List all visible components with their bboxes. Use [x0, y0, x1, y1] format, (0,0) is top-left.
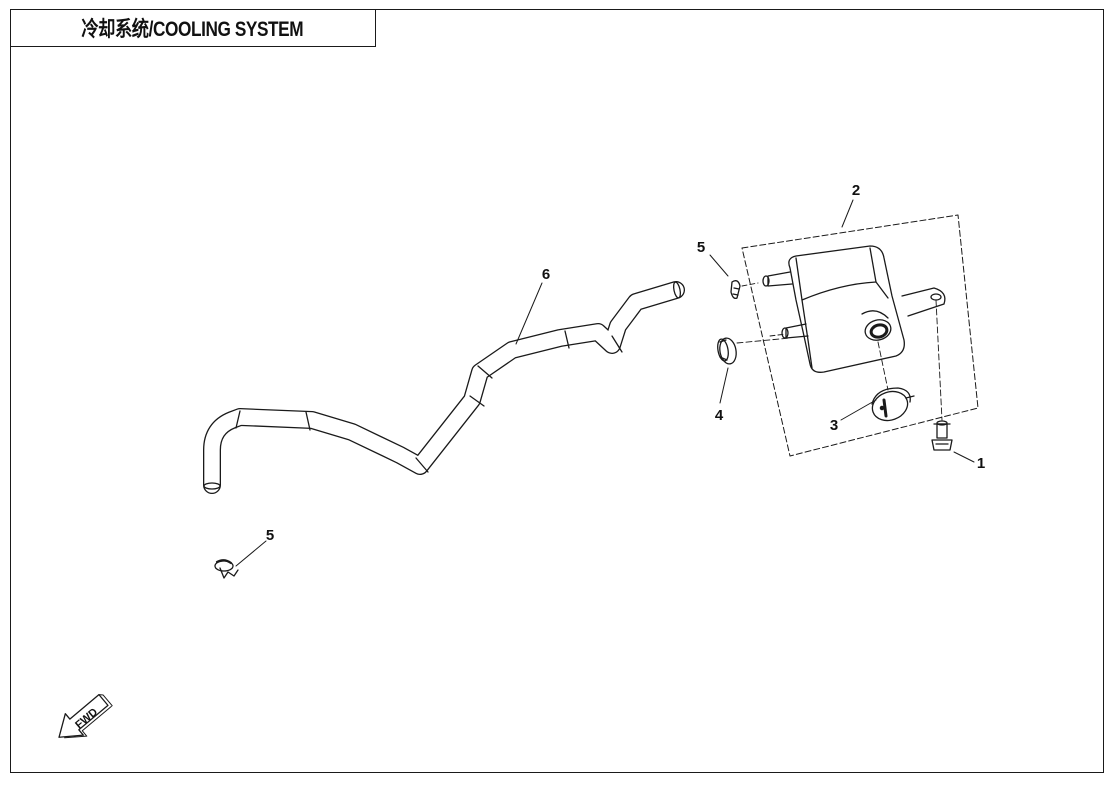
leader-2 — [841, 199, 854, 228]
leader-3 — [840, 399, 877, 421]
callout-6: 6 — [542, 266, 550, 283]
mounting-bolt — [931, 420, 953, 451]
callout-4: 4 — [715, 407, 724, 424]
drawing-frame — [10, 9, 1104, 773]
page-title: 冷却系统/COOLING SYSTEM — [81, 17, 304, 41]
hose-clamp-lower — [214, 559, 239, 579]
leader-6 — [515, 282, 543, 345]
callout-3: 3 — [830, 417, 838, 434]
coolant-reservoir — [762, 245, 946, 373]
callout-5-lower: 5 — [266, 527, 274, 544]
reservoir-cap — [871, 387, 915, 422]
hose-clamp-upper — [730, 280, 741, 300]
leader-4 — [719, 367, 729, 404]
leader-5-upper — [709, 254, 729, 277]
leader-1 — [953, 451, 975, 463]
callout-2: 2 — [852, 182, 860, 199]
leader-5-lower — [235, 540, 267, 567]
assembly-boundary — [741, 214, 979, 457]
rubber-grommet — [717, 337, 737, 365]
callout-5-upper: 5 — [697, 239, 705, 256]
fwd-arrow-icon — [58, 693, 113, 739]
callout-1: 1 — [977, 455, 985, 472]
coolant-hose — [203, 281, 685, 494]
title-box: 冷却系统/COOLING SYSTEM — [10, 9, 376, 47]
